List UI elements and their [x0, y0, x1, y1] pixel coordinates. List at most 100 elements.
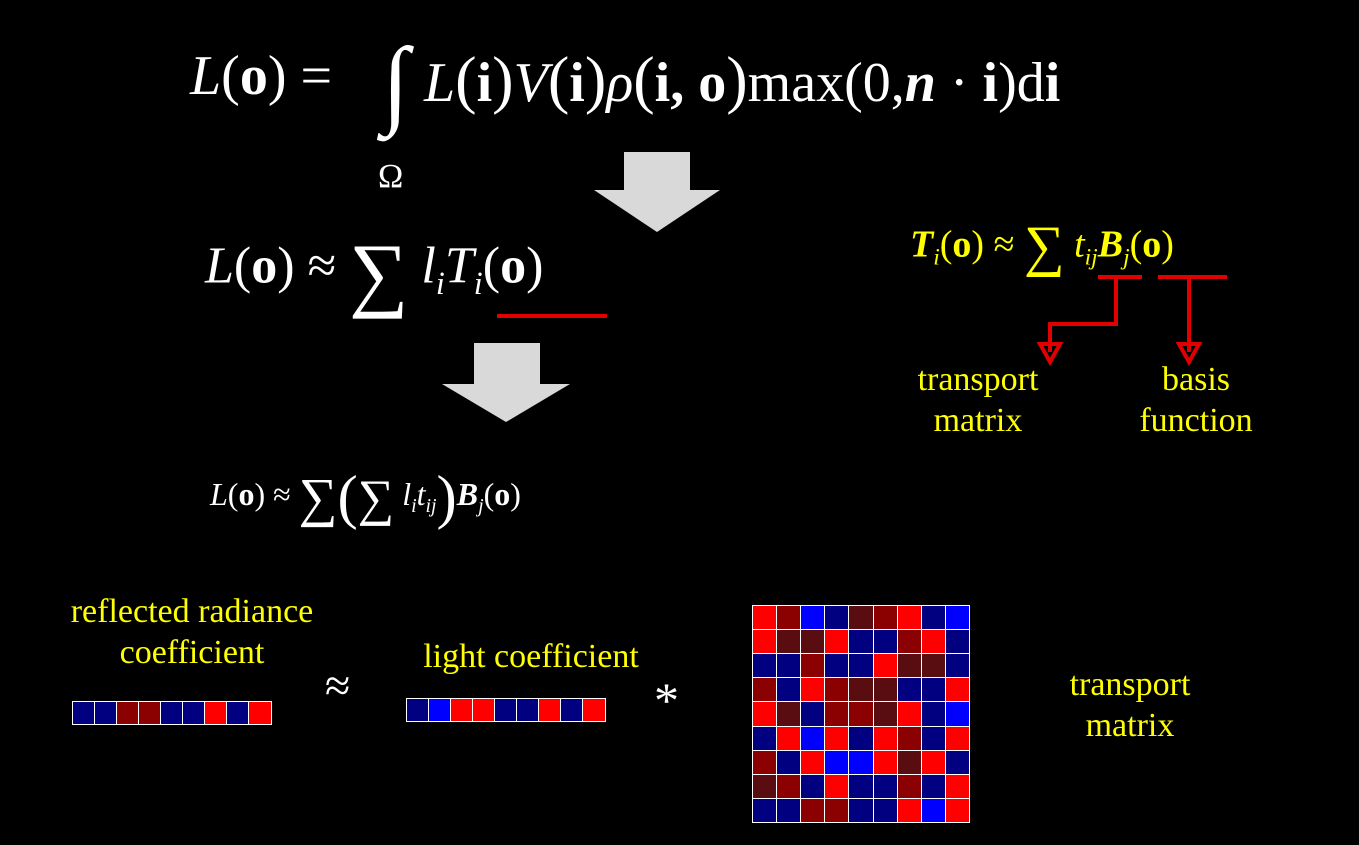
- matrix-cell: [945, 726, 969, 750]
- matrix-cell: [849, 774, 873, 798]
- light-coefficient-label: light coefficient: [423, 638, 639, 675]
- matrix-cell: [873, 726, 897, 750]
- matrix-cell: [801, 750, 825, 774]
- matrix-cell: [801, 702, 825, 726]
- reflected-vector-cell: [161, 702, 183, 724]
- matrix-cell: [825, 678, 849, 702]
- reflected-vector-cell: [183, 702, 205, 724]
- matrix-cell: [825, 798, 849, 822]
- matrix-cell: [849, 726, 873, 750]
- matrix-cell: [873, 654, 897, 678]
- basis-bracket-arrow: [1158, 275, 1227, 352]
- matrix-cell: [777, 654, 801, 678]
- matrix-cell: [921, 750, 945, 774]
- transport-matrix-annotation: transport matrix: [917, 361, 1039, 439]
- matrix-cell: [801, 798, 825, 822]
- matrix-cell: [921, 630, 945, 654]
- transport-basis-equation: Ti(o) ≈ ∑ tijBj(o): [910, 215, 1174, 278]
- matrix-cell: [825, 630, 849, 654]
- light-vector-cell: [473, 699, 495, 721]
- matrix-cell: [849, 606, 873, 630]
- matrix-cell: [897, 798, 921, 822]
- matrix-cell: [945, 774, 969, 798]
- matrix-cell: [825, 774, 849, 798]
- matrix-cell: [801, 726, 825, 750]
- matrix-cell: [921, 702, 945, 726]
- transport-matrix-grid: [752, 605, 970, 823]
- integral-domain: Ω: [378, 158, 404, 195]
- matrix-cell: [753, 750, 777, 774]
- matrix-cell: [801, 678, 825, 702]
- light-vector-cell: [539, 699, 561, 721]
- matrix-cell: [921, 654, 945, 678]
- matrix-cell: [897, 654, 921, 678]
- matrix-cell: [849, 702, 873, 726]
- matrix-cell: [945, 630, 969, 654]
- reflected-vector-cell: [227, 702, 249, 724]
- matrix-cell: [825, 750, 849, 774]
- matrix-cell: [921, 726, 945, 750]
- matrix-cell: [921, 798, 945, 822]
- basis-arrowhead: [1175, 342, 1203, 367]
- matrix-cell: [945, 678, 969, 702]
- reflected-vector-cell: [73, 702, 95, 724]
- matrix-cell: [945, 702, 969, 726]
- matrix-cell: [801, 654, 825, 678]
- matrix-cell: [873, 606, 897, 630]
- matrix-cell: [897, 606, 921, 630]
- reflected-vector-cell: [139, 702, 161, 724]
- integrand: L(i)V(i)ρ(i, o)max(0,n · i)di: [424, 44, 1061, 115]
- matrix-cell: [777, 606, 801, 630]
- light-vector-cell: [429, 699, 451, 721]
- matrix-cell: [873, 798, 897, 822]
- matrix-cell: [897, 726, 921, 750]
- matrix-cell: [777, 798, 801, 822]
- reflected-radiance-label: reflected radiance coefficient: [70, 593, 314, 671]
- approx-symbol: ≈: [325, 660, 351, 711]
- matrix-cell: [897, 750, 921, 774]
- matrix-cell: [753, 606, 777, 630]
- matrix-cell: [897, 774, 921, 798]
- rendering-equation: L(o) =: [190, 45, 333, 107]
- matrix-cell: [753, 702, 777, 726]
- matrix-cell: [897, 702, 921, 726]
- matrix-cell: [777, 774, 801, 798]
- matrix-cell: [945, 606, 969, 630]
- reflected-vector-cell: [117, 702, 139, 724]
- matrix-cell: [945, 798, 969, 822]
- matrix-cell: [777, 726, 801, 750]
- matrix-cell: [849, 798, 873, 822]
- matrix-cell: [825, 702, 849, 726]
- matrix-cell: [801, 774, 825, 798]
- matrix-cell: [825, 726, 849, 750]
- multiply-symbol: *: [654, 672, 679, 728]
- light-vector-cell: [517, 699, 539, 721]
- matrix-cell: [801, 606, 825, 630]
- matrix-cell: [825, 606, 849, 630]
- matrix-cell: [777, 702, 801, 726]
- matrix-cell: [921, 678, 945, 702]
- matrix-cell: [945, 750, 969, 774]
- reflected-coefficient-vector: [72, 701, 272, 725]
- matrix-cell: [825, 654, 849, 678]
- matrix-cell: [753, 654, 777, 678]
- transport-arrowhead: [1036, 342, 1064, 367]
- sum-sign: ∑: [349, 227, 409, 319]
- integral-sign: ∫: [382, 29, 409, 137]
- matrix-cell: [849, 750, 873, 774]
- sum-transport-equation: L(o) ≈ ∑ liTi(o): [205, 227, 544, 319]
- matrix-cell: [873, 774, 897, 798]
- matrix-cell: [921, 606, 945, 630]
- matrix-cell: [897, 630, 921, 654]
- matrix-cell: [753, 774, 777, 798]
- matrix-cell: [753, 798, 777, 822]
- matrix-cell: [873, 678, 897, 702]
- light-vector-cell: [583, 699, 605, 721]
- light-vector-cell: [407, 699, 429, 721]
- light-vector-cell: [495, 699, 517, 721]
- light-vector-cell: [561, 699, 583, 721]
- matrix-cell: [873, 630, 897, 654]
- matrix-label: transport matrix: [1069, 666, 1191, 744]
- reflected-vector-cell: [205, 702, 227, 724]
